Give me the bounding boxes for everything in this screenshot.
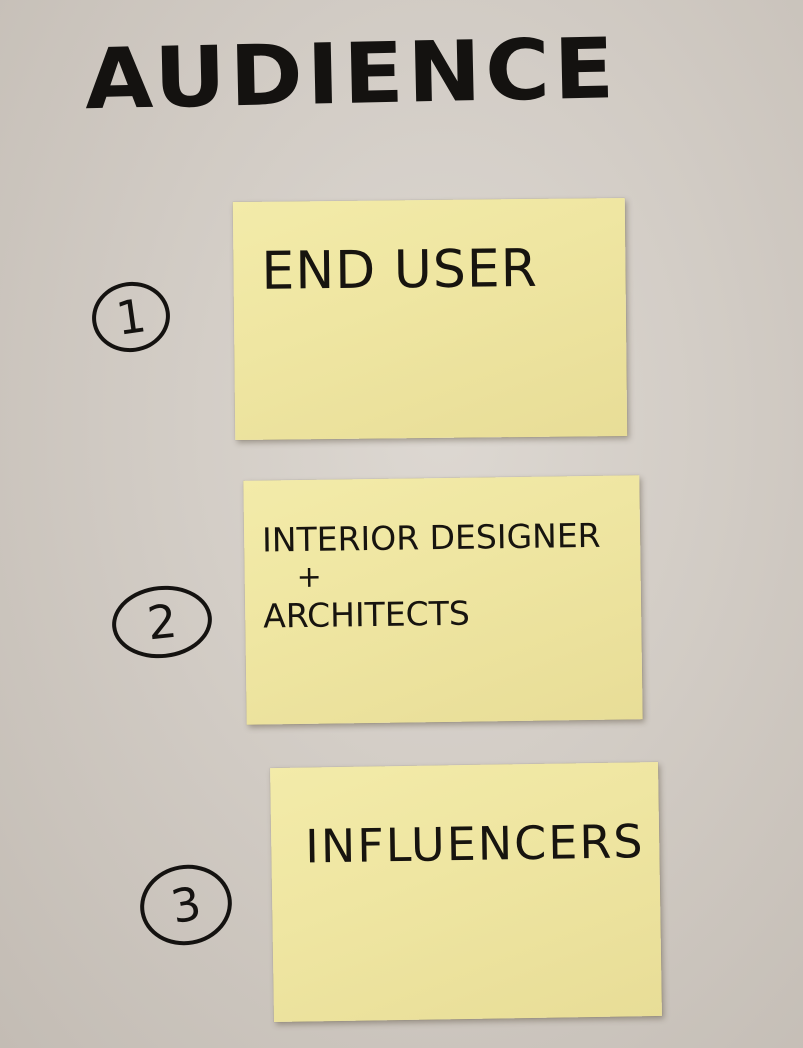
number-marker-2: 2 (108, 580, 216, 664)
number-marker-3: 3 (133, 857, 239, 953)
note-text: ARCHITECTS (262, 593, 471, 636)
number-label: 3 (166, 875, 206, 935)
number-label: 2 (144, 593, 180, 651)
sticky-note-end-user: END USER (232, 197, 628, 441)
note-text: END USER (261, 238, 539, 302)
number-marker-1: 1 (87, 276, 175, 358)
sticky-note-designers-architects: INTERIOR DESIGNER + ARCHITECTS (243, 475, 643, 725)
number-label: 1 (112, 288, 150, 346)
note-plus: + (296, 559, 323, 595)
sticky-note-influencers: INFLUENCERS (270, 761, 662, 1023)
heading-audience: AUDIENCE (83, 19, 619, 129)
note-text: INTERIOR DESIGNER (261, 515, 601, 560)
note-text: INFLUENCERS (304, 814, 645, 874)
